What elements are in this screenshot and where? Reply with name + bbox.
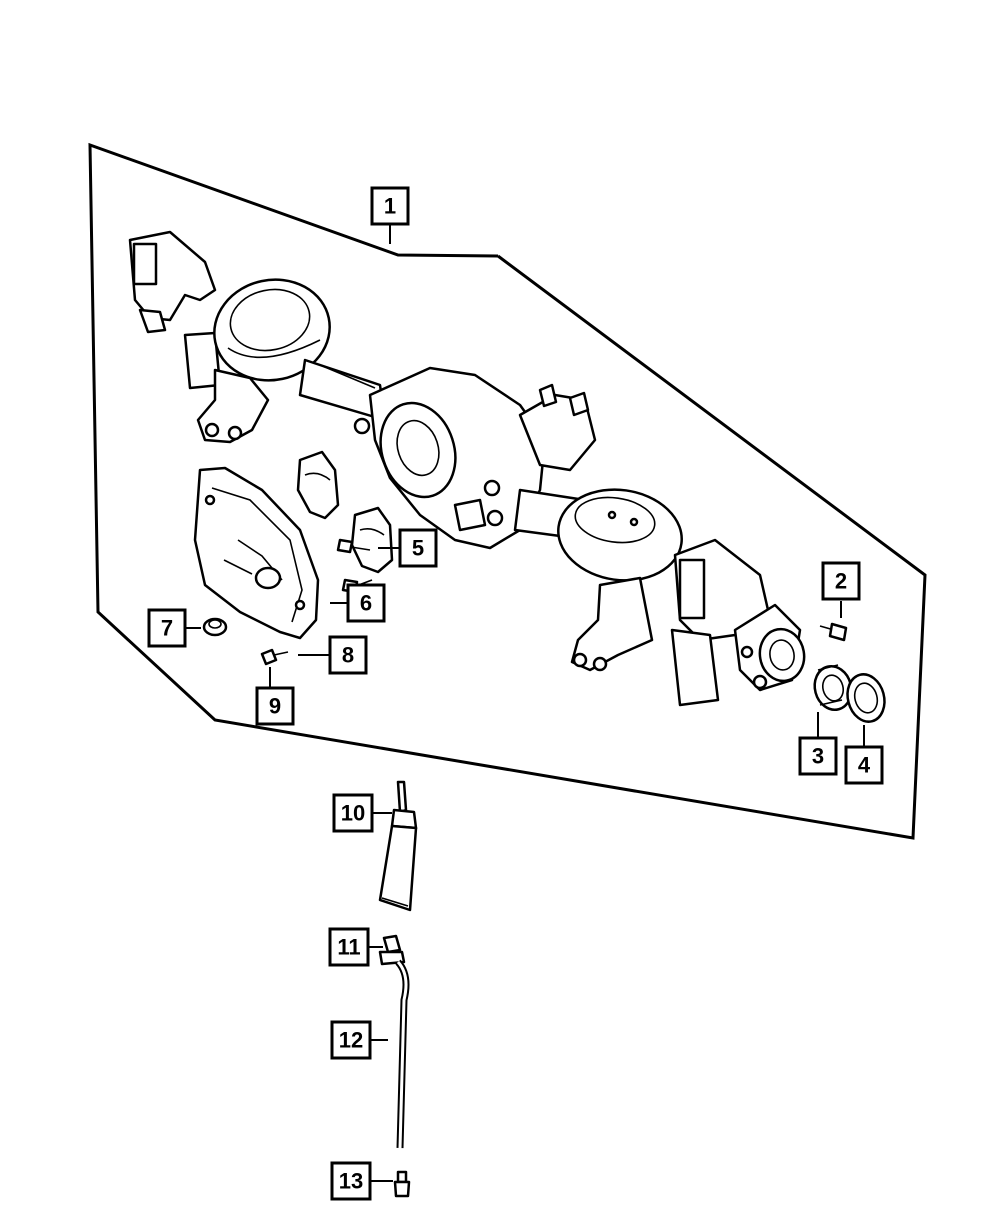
callout-label: 12 [339, 1028, 363, 1053]
callout-label: 8 [342, 643, 354, 668]
callout-label: 11 [337, 935, 360, 960]
callout-label: 13 [339, 1169, 363, 1194]
callout-label: 4 [858, 753, 871, 778]
callout-7[interactable]: 7 [147, 608, 187, 648]
callout-label: 7 [161, 616, 173, 641]
callout-label: 5 [412, 536, 424, 561]
axle-seal-drawing [846, 673, 886, 723]
callout-label: 3 [812, 744, 824, 769]
bearing-cap-drawing [296, 450, 394, 574]
callout-3[interactable]: 3 [798, 736, 838, 776]
callout-label: 6 [360, 591, 372, 616]
differential-cover-drawing [193, 466, 320, 640]
callout-10[interactable]: 10 [332, 793, 374, 833]
flange-bolt-drawing [819, 622, 848, 642]
callout-9[interactable]: 9 [255, 686, 295, 726]
callout-label: 10 [341, 801, 365, 826]
callout-13[interactable]: 13 [330, 1161, 372, 1201]
callout-6[interactable]: 6 [346, 583, 386, 623]
callout-11[interactable]: 11 [328, 927, 370, 967]
callout-5[interactable]: 5 [398, 528, 438, 568]
fill-plug-drawing [202, 617, 228, 637]
callout-2[interactable]: 2 [821, 561, 861, 601]
callout-4[interactable]: 4 [844, 745, 884, 785]
callout-12[interactable]: 12 [330, 1020, 372, 1060]
vent-hose-drawing [378, 934, 410, 1149]
vent-cap-drawing [393, 1170, 411, 1198]
callout-label: 2 [835, 569, 847, 594]
callout-8[interactable]: 8 [328, 635, 368, 675]
sealant-tube-drawing [378, 780, 418, 912]
callout-1[interactable]: 1 [370, 186, 410, 226]
callout-label: 1 [384, 194, 396, 219]
cover-bolt-drawing [260, 648, 289, 666]
axle-housing-drawing [128, 230, 806, 707]
callout-label: 9 [269, 694, 281, 719]
assembly-boundary [88, 142, 927, 840]
